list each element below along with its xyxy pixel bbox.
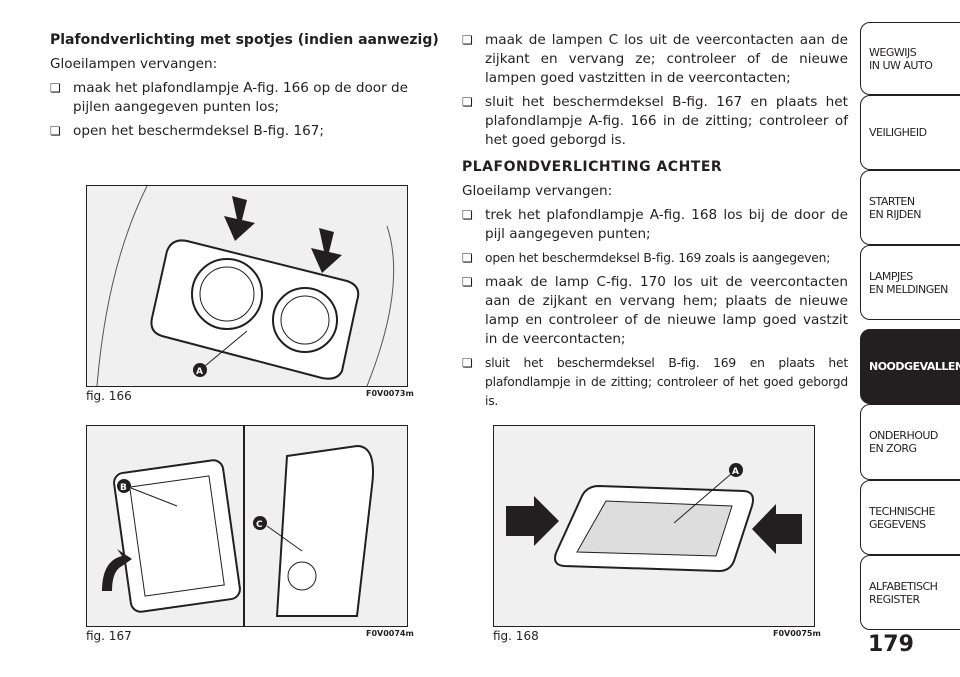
tab-label: NOODGEVALLEN [869, 360, 960, 373]
figure-label: fig. 166 [86, 389, 132, 403]
figure-label: fig. 167 [86, 629, 132, 643]
section-heading: Plafondverlichting met spotjes (indien a… [50, 32, 439, 48]
tab-label: VEILIGHEID [869, 126, 927, 139]
tab-veiligheid[interactable]: VEILIGHEID [860, 95, 960, 170]
figure-166-image: A [86, 185, 408, 387]
tab-label: ONDERHOUD [869, 429, 938, 442]
section-heading: PLAFONDVERLICHTING ACHTER [462, 159, 723, 175]
right-column: maak de lampen C los uit de veercontacte… [462, 31, 848, 416]
tab-label: WEGWIJS [869, 45, 917, 59]
list-item: open het beschermdeksel B-fig. 167; [50, 122, 440, 141]
figure-167-image: B C [86, 425, 408, 627]
figure-code: F0V0074m [366, 629, 414, 638]
list-item: open het beschermdeksel B-fig. 169 zoals… [462, 249, 848, 268]
figure-label: fig. 168 [493, 629, 539, 643]
tab-label: GEGEVENS [869, 517, 926, 531]
tab-label: TECHNISCHE [869, 504, 935, 518]
list-item: maak het plafondlampje A-fig. 166 op de … [50, 79, 440, 117]
tab-label: EN ZORG [869, 442, 917, 455]
tab-noodgevallen[interactable]: NOODGEVALLEN [860, 329, 960, 404]
figure-168-image: A [493, 425, 815, 627]
tab-label: STARTEN [869, 194, 915, 208]
callout-a: A [732, 467, 739, 477]
callout-c: C [256, 520, 263, 530]
rear-ceiling-light-illustration: A [506, 463, 802, 573]
figure-code: F0V0075m [773, 629, 821, 638]
page-number: 179 [868, 632, 914, 657]
list-item: maak de lamp C-fig. 170 los uit de veerc… [462, 273, 848, 349]
list-item: trek het plafondlampje A-fig. 168 los bi… [462, 206, 848, 244]
intro-text: Gloeilamp vervangen: [462, 183, 613, 199]
left-column: Plafondverlichting met spotjes (indien a… [50, 31, 440, 146]
list-item: maak de lampen C los uit de veercontacte… [462, 31, 848, 88]
callout-a: A [196, 367, 203, 377]
tab-label: REGISTER [869, 592, 920, 606]
tab-label: IN UW AUTO [869, 58, 933, 72]
tab-label: LAMPJES [869, 269, 913, 283]
light-cover-illustration: B C [102, 426, 374, 626]
callout-b: B [120, 483, 127, 493]
tab-label: EN MELDINGEN [869, 282, 948, 296]
list-item: sluit het beschermdeksel B-fig. 167 en p… [462, 93, 848, 150]
tab-label: ALFABETISCH [869, 579, 938, 593]
tab-label: EN RIJDEN [869, 207, 921, 221]
ceiling-light-illustration: A [96, 186, 395, 386]
figure-code: F0V0073m [366, 389, 414, 398]
list-item: sluit het beschermdeksel B-fig. 169 en p… [462, 354, 848, 411]
intro-text: Gloeilampen vervangen: [50, 56, 218, 72]
